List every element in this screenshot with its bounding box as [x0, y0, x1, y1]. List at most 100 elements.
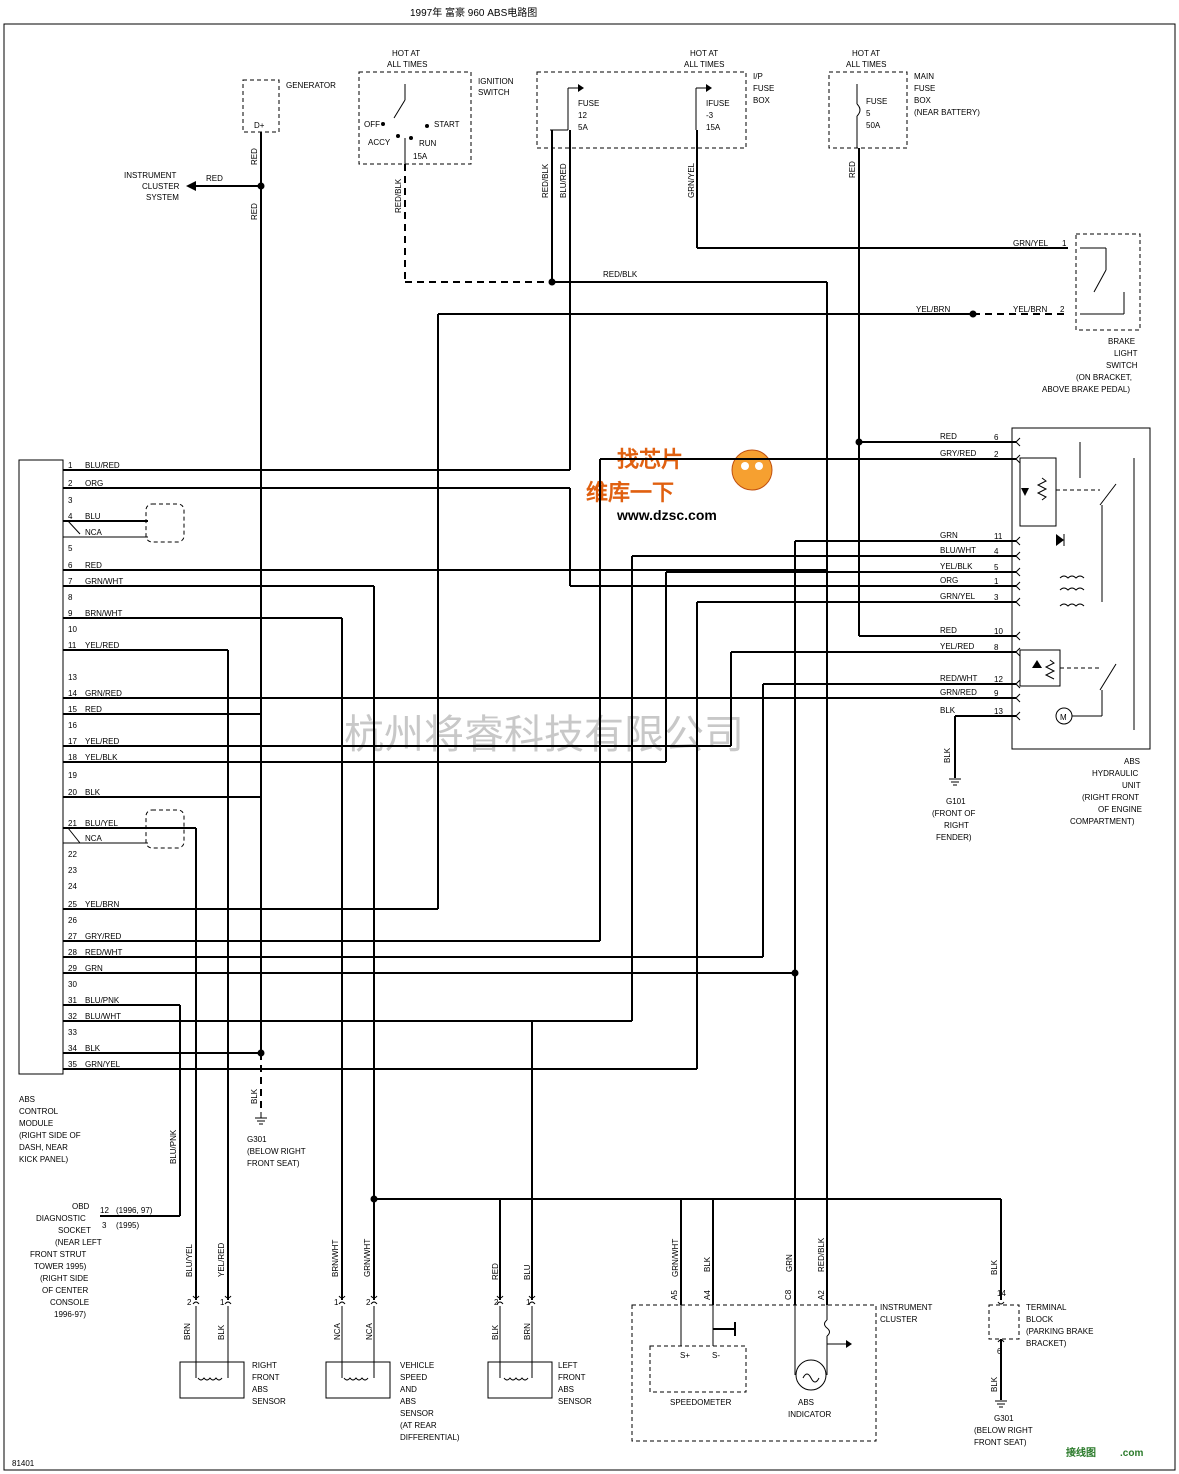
abs-pin-number: 17 [68, 737, 77, 746]
svg-text:GRN/WHT: GRN/WHT [363, 1239, 372, 1277]
abs-pin-number: 10 [68, 625, 77, 634]
svg-text:DASH, NEAR: DASH, NEAR [19, 1143, 68, 1152]
svg-text:1: 1 [334, 1298, 339, 1307]
hydraulic-pin-wire: RED/WHT [940, 674, 977, 683]
svg-text:RED/BLK: RED/BLK [541, 163, 550, 198]
hydraulic-pin-number: 10 [994, 627, 1003, 636]
hydraulic-pin-wire: RED [940, 626, 957, 635]
svg-text:INDICATOR: INDICATOR [788, 1410, 831, 1419]
hydraulic-pin-number: 2 [994, 450, 999, 459]
svg-text:接线图: 接线图 [1066, 1446, 1096, 1459]
svg-text:BOX: BOX [753, 96, 771, 105]
svg-text:14: 14 [997, 1289, 1006, 1298]
hydraulic-pin-number: 11 [994, 532, 1003, 541]
abs-pin-wire: NCA [85, 834, 103, 843]
abs-hydraulic-unit: ABS HYDRAULIC UNIT (RIGHT FRONT OF ENGIN… [1011, 427, 1151, 826]
abs-pin-number: 8 [68, 593, 73, 602]
svg-text:BOX: BOX [914, 96, 932, 105]
svg-text:找芯片: 找芯片 [617, 448, 683, 473]
abs-pin-number: 5 [68, 544, 73, 553]
svg-text:RED/BLK: RED/BLK [603, 270, 638, 279]
abs-pin-wire: BLU/YEL [85, 819, 118, 828]
svg-text:G301: G301 [247, 1135, 267, 1144]
diagram-title: 1997年 富豪 960 ABS电路图 [410, 6, 537, 19]
abs-pin-number: 16 [68, 721, 77, 730]
hydraulic-pin-wire: GRN/YEL [940, 592, 976, 601]
abs-pin-number: 32 [68, 1012, 77, 1021]
svg-text:TOWER 1995): TOWER 1995) [34, 1262, 87, 1271]
abs-pin-number: 28 [68, 948, 77, 957]
svg-text:IFUSE: IFUSE [706, 99, 730, 108]
hydraulic-pin-number: 5 [994, 563, 999, 572]
svg-text:(BELOW RIGHT: (BELOW RIGHT [974, 1426, 1033, 1435]
svg-text:RED/BLK: RED/BLK [394, 178, 403, 213]
svg-text:(PARKING BRAKE: (PARKING BRAKE [1026, 1327, 1093, 1336]
main-fuse-box: HOT AT ALL TIMES MAIN FUSE BOX (NEAR BAT… [828, 49, 980, 149]
svg-text:BRN: BRN [183, 1323, 192, 1340]
svg-text:RED: RED [250, 203, 259, 220]
svg-text:S-: S- [712, 1351, 720, 1360]
abs-pin-number: 4 [68, 512, 73, 521]
svg-text:SWITCH: SWITCH [478, 88, 510, 97]
svg-text:2: 2 [1060, 305, 1065, 314]
hydraulic-pin-connector [1015, 679, 1021, 689]
figure-number: 81401 [12, 1459, 35, 1468]
svg-text:BLOCK: BLOCK [1026, 1315, 1054, 1324]
svg-text:HYDRAULIC: HYDRAULIC [1092, 769, 1138, 778]
svg-text:FUSE: FUSE [866, 97, 887, 106]
svg-text:.com: .com [1120, 1448, 1143, 1459]
svg-text:(RIGHT SIDE OF: (RIGHT SIDE OF [19, 1131, 81, 1140]
svg-text:ALL TIMES: ALL TIMES [846, 60, 886, 69]
svg-text:SYSTEM: SYSTEM [146, 193, 179, 202]
corner-logo: 接线图 .com [1066, 1446, 1143, 1459]
ignition-switch: HOT AT ALL TIMES IGNITION SWITCH OFF STA… [358, 49, 514, 165]
svg-text:BRAKE: BRAKE [1108, 337, 1135, 346]
hydraulic-pin-wire: GRN/RED [940, 688, 977, 697]
abs-pin-wire: GRN [85, 964, 103, 973]
svg-text:1996-97): 1996-97) [54, 1310, 86, 1319]
svg-text:I/P: I/P [753, 72, 763, 81]
speedometer [649, 1345, 747, 1393]
svg-text:CLUSTER: CLUSTER [142, 182, 180, 191]
svg-text:GENERATOR: GENERATOR [286, 81, 336, 90]
svg-text:ALL TIMES: ALL TIMES [684, 60, 724, 69]
abs-pin-number: 15 [68, 705, 77, 714]
svg-text:BLU: BLU [523, 1264, 532, 1280]
svg-text:CONTROL: CONTROL [19, 1107, 59, 1116]
svg-text:12: 12 [100, 1206, 109, 1215]
abs-pin-wire: YEL/RED [85, 641, 119, 650]
svg-text:HOT AT: HOT AT [852, 49, 880, 58]
hydraulic-pin-connector [1015, 631, 1021, 641]
abs-pin-number: 24 [68, 882, 77, 891]
svg-text:FUSE: FUSE [578, 99, 599, 108]
abs-pin-number: 33 [68, 1028, 77, 1037]
hydraulic-pin-number: 1 [994, 577, 999, 586]
abs-pin-number: 21 [68, 819, 77, 828]
abs-pin-number: 27 [68, 932, 77, 941]
abs-pin-wire: GRN/YEL [85, 1060, 121, 1069]
svg-text:RIGHT: RIGHT [944, 821, 969, 830]
abs-pin-number: 31 [68, 996, 77, 1005]
abs-pin-wire: BLU/PNK [85, 996, 120, 1005]
svg-text:SENSOR: SENSOR [400, 1409, 434, 1418]
svg-text:(1996, 97): (1996, 97) [116, 1206, 153, 1215]
svg-text:ABOVE BRAKE PEDAL): ABOVE BRAKE PEDAL) [1042, 385, 1130, 394]
svg-text:RED: RED [250, 148, 259, 165]
svg-text:DIAGNOSTIC: DIAGNOSTIC [36, 1214, 86, 1223]
hydraulic-pin-number: 8 [994, 643, 999, 652]
vehicle-speed-abs-sensor: VEHICLE SPEED AND ABS SENSOR (AT REAR DI… [325, 1361, 460, 1442]
svg-text:ABS: ABS [798, 1398, 814, 1407]
svg-text:3: 3 [102, 1221, 107, 1230]
svg-text:(RIGHT SIDE: (RIGHT SIDE [40, 1274, 88, 1283]
abs-pin-wire: BLU/WHT [85, 1012, 121, 1021]
hydraulic-pin-number: 6 [994, 433, 999, 442]
abs-pin-number: 26 [68, 916, 77, 925]
svg-text:SPEEDOMETER: SPEEDOMETER [670, 1398, 732, 1407]
svg-text:ACCY: ACCY [368, 138, 391, 147]
abs-pin-wire: ORG [85, 479, 103, 488]
g301-right-ground-icon [995, 1400, 1007, 1408]
right-front-abs-sensor: RIGHT FRONT ABS SENSOR [179, 1361, 286, 1406]
hydraulic-pin-wire: BLK [940, 706, 956, 715]
svg-text:BLU/YEL: BLU/YEL [185, 1244, 194, 1277]
